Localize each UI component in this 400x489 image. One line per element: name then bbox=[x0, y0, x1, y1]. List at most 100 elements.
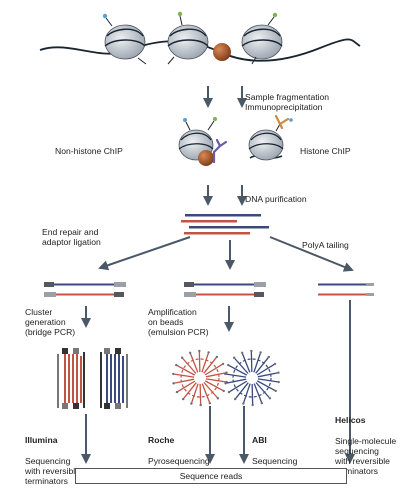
bead-strand-adaptor bbox=[175, 390, 179, 394]
roche-desc: Pyrosequencing bbox=[148, 455, 210, 466]
bead-strand bbox=[203, 382, 218, 398]
bead-strand-adaptor bbox=[207, 351, 210, 354]
bead-strand bbox=[205, 372, 226, 378]
nucleosome bbox=[102, 13, 147, 65]
bead-strand bbox=[201, 383, 211, 403]
bead-strand bbox=[253, 353, 261, 373]
bead-strand bbox=[255, 357, 269, 374]
bead-strand-adaptor bbox=[216, 397, 220, 400]
illumina-label: Illumina Sequencing with reversible term… bbox=[25, 425, 80, 486]
roche-label: Roche Pyrosequencing bbox=[148, 425, 210, 466]
bead-strand bbox=[189, 353, 199, 373]
bead-strand-adaptor bbox=[188, 351, 192, 355]
bead-strand bbox=[201, 353, 209, 373]
fragmentation-label: Sample fragmentation Immunoprecipitation bbox=[245, 92, 330, 113]
bead-strand-adaptor bbox=[221, 362, 225, 366]
sequence-reads-label: Sequence reads bbox=[179, 471, 243, 481]
bead-strand-adaptor bbox=[250, 349, 253, 353]
bead-strand-adaptor bbox=[175, 363, 178, 367]
amplification-label: Amplification on beads (emulsion PCR) bbox=[148, 307, 209, 338]
emulsion-pcr-bead-red bbox=[172, 349, 228, 407]
bead-strand-adaptor bbox=[232, 356, 236, 359]
bead-strand bbox=[256, 363, 275, 376]
bead-strand-adaptor bbox=[199, 403, 202, 407]
adaptor-ligated-fragments-roche-abi bbox=[184, 282, 266, 297]
bead-strand-adaptor bbox=[242, 402, 245, 405]
bead-strand bbox=[205, 378, 226, 383]
bead-strand-adaptor bbox=[277, 371, 280, 374]
histone-chip-complex bbox=[248, 114, 293, 161]
helicos-desc: Single-molecule sequencing with reversib… bbox=[335, 435, 397, 477]
bead-strand bbox=[226, 373, 247, 378]
bead-strand bbox=[204, 363, 223, 376]
bead-strand-adaptor bbox=[180, 356, 184, 359]
non-histone-chip-label: Non-histone ChIP bbox=[55, 146, 123, 156]
bead-strand-adaptor bbox=[273, 362, 277, 366]
bead-strand-adaptor bbox=[277, 380, 280, 384]
bead-strand-adaptor bbox=[215, 355, 219, 359]
bead-strand-adaptor bbox=[222, 389, 225, 393]
purified-dna-fragments bbox=[181, 214, 269, 235]
adaptor-ligated-fragments-illumina bbox=[44, 282, 126, 297]
nucleosome bbox=[167, 11, 209, 65]
bead-strand-adaptor bbox=[268, 397, 272, 400]
bridge-pcr-cluster-blue bbox=[100, 348, 128, 409]
bead-strand bbox=[183, 382, 197, 399]
abi-name: ABI bbox=[252, 435, 267, 446]
end-repair-label: End repair and adaptor ligation bbox=[42, 227, 101, 248]
bead-strand bbox=[174, 373, 195, 378]
polya-tailed-fragments bbox=[318, 283, 374, 296]
illumina-name: Illumina bbox=[25, 435, 58, 446]
bead-strand-adaptor bbox=[260, 401, 264, 405]
bead-strand bbox=[176, 364, 196, 376]
dna-binding-protein bbox=[213, 43, 231, 61]
dna-purification-label: DNA purification bbox=[245, 194, 307, 204]
cluster-generation-label: Cluster generation (bridge PCR) bbox=[25, 307, 76, 338]
bead-strand bbox=[228, 364, 248, 376]
nucleosome bbox=[241, 12, 283, 65]
bead-strand bbox=[229, 380, 248, 393]
bead-strand-adaptor bbox=[181, 397, 185, 401]
bead-strand-adaptor bbox=[267, 355, 271, 359]
bead-strand-adaptor bbox=[227, 390, 231, 394]
bead-strand-adaptor bbox=[172, 382, 175, 385]
bead-strand-adaptor bbox=[172, 372, 175, 376]
illumina-desc: Sequencing with reversible terminators bbox=[25, 455, 80, 487]
bead-strand-adaptor bbox=[240, 351, 244, 355]
bead-strand-adaptor bbox=[208, 401, 212, 405]
chromatin-top bbox=[39, 11, 361, 65]
bead-strand-adaptor bbox=[259, 351, 262, 354]
bead-strand bbox=[256, 380, 276, 392]
bead-strand bbox=[257, 378, 278, 383]
bridge-pcr-cluster-red bbox=[57, 348, 85, 409]
helicos-label: Helicos Single-molecule sequencing with … bbox=[335, 405, 396, 476]
histone-chip-label: Histone ChIP bbox=[300, 146, 351, 156]
bead-strand bbox=[204, 380, 224, 392]
bead-strand bbox=[253, 383, 263, 403]
bead-strand-adaptor bbox=[233, 397, 237, 401]
bead-strand-adaptor bbox=[251, 403, 254, 407]
bead-strand bbox=[177, 380, 196, 393]
bead-strand-adaptor bbox=[274, 389, 277, 393]
bead-strand-adaptor bbox=[224, 382, 227, 385]
roche-name: Roche bbox=[148, 435, 175, 446]
bead-strand bbox=[191, 383, 199, 403]
bead-strand bbox=[255, 382, 270, 398]
bead-strand bbox=[235, 382, 249, 399]
bead-strand bbox=[182, 358, 197, 374]
helicos-name: Helicos bbox=[335, 415, 366, 426]
bead-strand bbox=[203, 357, 217, 374]
polya-tailing-label: PolyA tailing bbox=[302, 240, 349, 250]
bead-strand bbox=[234, 358, 249, 374]
bead-strand bbox=[241, 353, 251, 373]
bead-strand bbox=[243, 383, 251, 403]
bead-strand-adaptor bbox=[190, 402, 193, 405]
bead-strand-adaptor bbox=[224, 372, 227, 376]
bead-strand-adaptor bbox=[227, 363, 230, 367]
bead-strand bbox=[257, 372, 278, 378]
bead-strand bbox=[226, 378, 247, 384]
emulsion-pcr-bead-blue bbox=[224, 349, 280, 407]
bead-strand bbox=[174, 378, 195, 384]
